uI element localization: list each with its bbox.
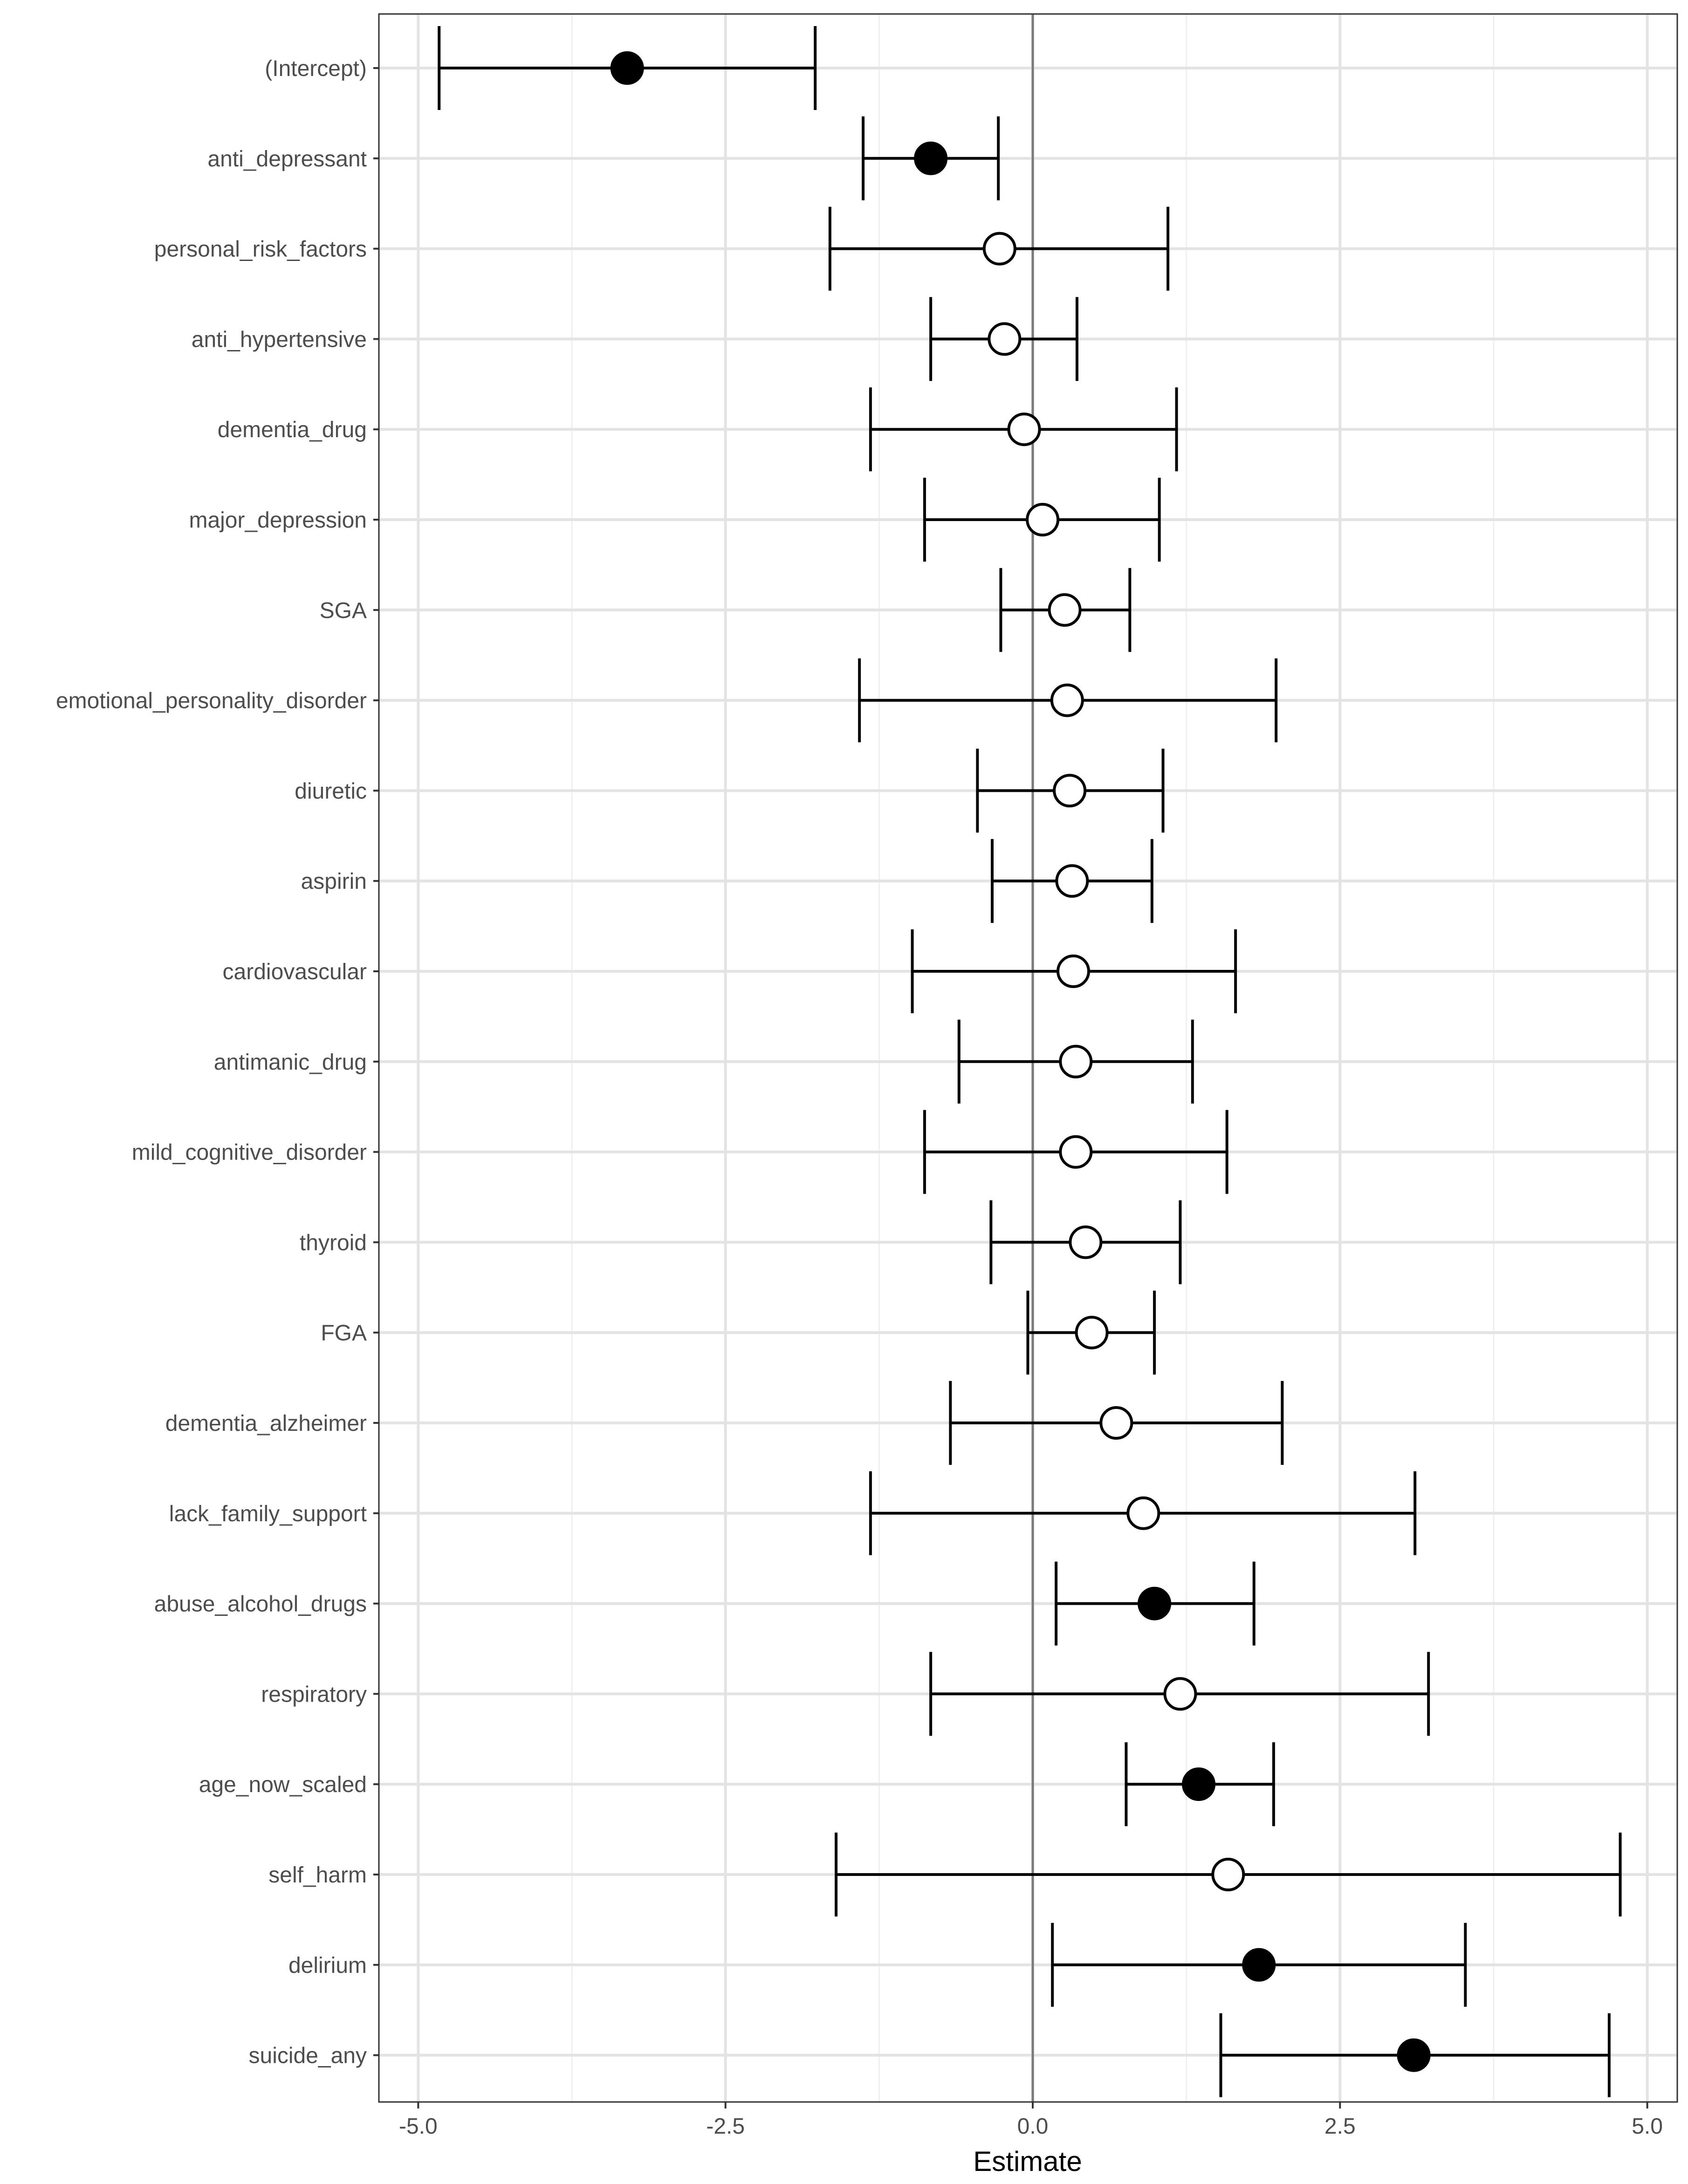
y-tick-label: cardiovascular	[223, 960, 367, 984]
y-tick-label: major_depression	[189, 508, 367, 533]
estimate-point-open	[1163, 1677, 1197, 1711]
estimate-point-open	[1069, 1225, 1103, 1259]
estimate-point-open	[982, 232, 1016, 266]
estimate-point-filled	[1397, 2038, 1431, 2072]
estimate-point-open	[1126, 1496, 1160, 1530]
estimate-point-filled	[610, 51, 644, 85]
x-tick-label: 2.5	[1324, 2114, 1356, 2139]
estimate-point-open	[988, 322, 1022, 356]
estimate-point-open	[1059, 1044, 1093, 1078]
estimate-point-open	[1059, 1135, 1093, 1169]
y-tick-label: emotional_personality_disorder	[56, 689, 367, 714]
y-tick-label: anti_depressant	[207, 147, 367, 172]
y-tick-label: self_harm	[268, 1863, 367, 1888]
estimate-point-filled	[1138, 1586, 1172, 1621]
estimate-point-filled	[914, 141, 948, 175]
y-tick-label: anti_hypertensive	[192, 327, 367, 352]
estimate-point-filled	[1182, 1767, 1216, 1801]
y-tick-label: dementia_drug	[218, 418, 367, 442]
x-axis-title: Estimate	[973, 2146, 1082, 2177]
estimate-point-open	[1026, 503, 1060, 536]
x-tick-label: -5.0	[399, 2114, 438, 2139]
y-tick-label: age_now_scaled	[199, 1772, 367, 1797]
x-tick-label: -2.5	[706, 2114, 745, 2139]
x-tick-label: 5.0	[1632, 2114, 1663, 2139]
estimate-point-filled	[1242, 1948, 1276, 1982]
panel-border	[378, 13, 1678, 2103]
x-tick-label: 0.0	[1017, 2114, 1049, 2139]
marks-layer	[438, 26, 1622, 2097]
estimate-point-open	[1007, 412, 1041, 446]
y-tick-label: suicide_any	[249, 2044, 367, 2068]
y-tick-label: thyroid	[300, 1230, 367, 1255]
y-tick-label: dementia_alzheimer	[165, 1411, 367, 1436]
y-tick-label: SGA	[320, 598, 367, 623]
estimate-point-open	[1055, 864, 1089, 898]
y-tick-label: abuse_alcohol_drugs	[154, 1592, 367, 1617]
y-tick-label: diuretic	[295, 779, 367, 804]
y-tick-label: lack_family_support	[169, 1502, 367, 1526]
y-tick-label: antimanic_drug	[214, 1050, 367, 1075]
estimate-point-open	[1057, 955, 1091, 988]
estimate-point-open	[1048, 593, 1082, 627]
axis-layer: (Intercept) anti_depressant personal_risk_…	[56, 56, 1663, 2139]
y-tick-label: respiratory	[261, 1682, 367, 1707]
y-tick-label: delirium	[288, 1953, 367, 1978]
y-tick-label: FGA	[321, 1321, 367, 1346]
y-tick-label: (Intercept)	[265, 56, 367, 81]
estimate-point-open	[1050, 683, 1084, 717]
y-tick-label: mild_cognitive_disorder	[132, 1140, 367, 1165]
y-tick-label: aspirin	[301, 869, 367, 894]
estimate-point-open	[1075, 1316, 1109, 1350]
estimate-point-open	[1211, 1858, 1245, 1891]
estimate-point-open	[1099, 1406, 1133, 1440]
estimate-point-open	[1053, 774, 1087, 808]
y-tick-label: personal_risk_factors	[154, 237, 367, 262]
